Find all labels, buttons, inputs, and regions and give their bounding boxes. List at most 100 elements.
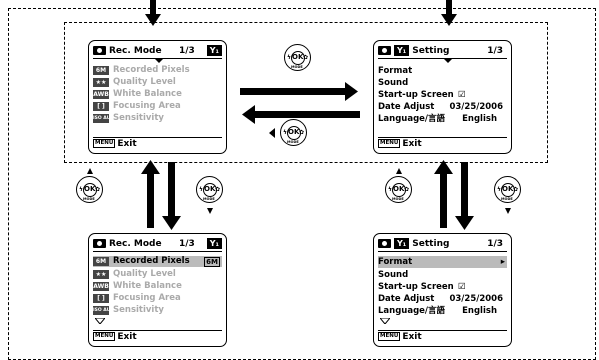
mode-label: MODE (392, 197, 404, 201)
white-balance-icon: AWB (93, 90, 109, 99)
language-value: English (462, 114, 497, 124)
ok-label: OK (502, 185, 514, 193)
sensitivity-icon: ISO AUTO (93, 306, 118, 315)
scroll-down-icon (95, 318, 105, 324)
scroll-up-indicator (444, 59, 452, 63)
menu-row-label: Start-up Screen (378, 90, 454, 100)
menu-row[interactable]: Sound (378, 269, 507, 281)
menu-row-label: Sensitivity (113, 113, 164, 123)
mode-label: MODE (501, 197, 513, 201)
mode-label: MODE (287, 140, 299, 144)
menu-row-label: Sensitivity (113, 305, 164, 315)
menu-row-label: White Balance (113, 89, 182, 99)
language-value: English (462, 306, 497, 316)
menu-row[interactable]: ★★Quality Level (93, 77, 222, 88)
mode-label: MODE (83, 197, 95, 201)
menu-row[interactable]: [ ] Focusing Area (93, 101, 222, 112)
exit-label: Exit (402, 332, 422, 342)
menu-key-icon: MENU (93, 332, 116, 341)
focusing-area-icon: [ ] (93, 102, 109, 111)
screen-title: Rec. Mode (109, 239, 162, 249)
camera-icon (378, 46, 391, 55)
quality-level-icon: ★★ (93, 270, 109, 279)
menu-row[interactable]: Date Adjust 03/25/2006 (378, 293, 507, 305)
menu-row-label: Recorded Pixels (113, 65, 190, 75)
page-indicator: 1/3 (179, 46, 195, 56)
screen-title: Setting (412, 46, 450, 56)
recorded-pixels-icon: 6M (93, 66, 109, 75)
exit-label: Exit (117, 332, 137, 342)
menu-row-label: Recorded Pixels (113, 256, 190, 266)
menu-row-selected[interactable]: Format▸ (378, 256, 507, 268)
menu-row-label: Sound (378, 78, 409, 88)
screen-header: Rec. Mode 1/3 Y₁ (93, 45, 222, 59)
menu-row[interactable]: 6M Recorded Pixels (93, 65, 222, 76)
menu-loop-frame (64, 22, 548, 163)
date-value: 03/25/2006 (449, 294, 503, 304)
scroll-up-indicator (155, 59, 163, 63)
exit-label: Exit (402, 139, 422, 149)
menu-row-label: Focusing Area (113, 101, 181, 111)
startup-screen-checkbox[interactable]: ☑ (458, 282, 466, 292)
menu-row-label: Start-up Screen (378, 282, 454, 292)
ok-label: OK (393, 185, 405, 193)
startup-screen-checkbox[interactable]: ☑ (458, 90, 466, 100)
menu-row[interactable]: Start-up Screen ☑ (378, 281, 507, 293)
screen-title: Rec. Mode (109, 46, 162, 56)
menu-row-label: Date Adjust (378, 102, 435, 112)
setting-tab-icon[interactable]: Y₁ (206, 238, 222, 249)
screen-title: Setting (412, 239, 450, 249)
camera-icon (378, 239, 391, 248)
screen-header: Rec. Mode 1/3 Y₁ (93, 238, 222, 252)
menu-row[interactable]: AWB White Balance (93, 89, 222, 100)
menu-row[interactable]: ★★ Quality Level (93, 269, 222, 280)
menu-row[interactable]: Sound (378, 77, 507, 89)
rec-mode-screen-top: Rec. Mode 1/3 Y₁ 6M Recorded Pixels ★★Qua… (88, 40, 227, 154)
camera-icon (93, 46, 106, 55)
page-indicator: 1/3 (487, 239, 503, 249)
scroll-down-icon (380, 318, 390, 324)
exit-label: Exit (117, 139, 137, 149)
quality-level-icon: ★★ (93, 78, 109, 87)
menu-row-label: Focusing Area (113, 293, 181, 303)
menu-row-label: Language/言語 (378, 306, 446, 316)
menu-key-icon: MENU (378, 139, 401, 148)
ok-label: OK (288, 128, 300, 136)
page-indicator: 1/3 (179, 239, 195, 249)
ok-label: OK (204, 185, 216, 193)
menu-row-label: Quality Level (113, 269, 176, 279)
mode-label: MODE (203, 197, 215, 201)
menu-key-icon: MENU (93, 139, 116, 148)
setting-tab-icon[interactable]: Y₁ (206, 45, 222, 56)
menu-key-icon: MENU (378, 332, 401, 341)
setting-tab-icon: Y₁ (394, 238, 410, 249)
menu-row-label: Sound (378, 270, 409, 280)
recorded-pixels-icon: 6M (93, 257, 109, 266)
menu-row-label: Date Adjust (378, 294, 435, 304)
menu-row[interactable]: Start-up Screen ☑ (378, 89, 507, 101)
menu-row[interactable]: [ ]Focusing Area (93, 293, 222, 304)
menu-row[interactable]: Language/言語 English (378, 305, 507, 317)
menu-row-label: White Balance (113, 281, 182, 291)
menu-row[interactable]: Format (378, 65, 507, 77)
